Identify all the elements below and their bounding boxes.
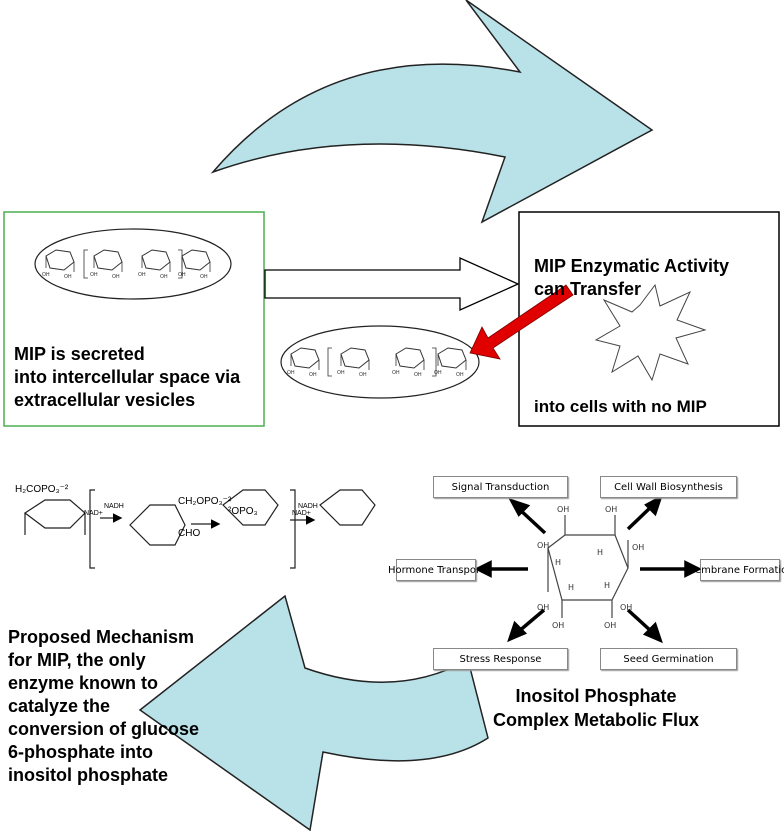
left-box-line-1: MIP is secreted [14, 344, 145, 364]
mechanism-line-3: enzyme known to [8, 673, 159, 693]
mechanism-line-5: conversion of glucose [8, 719, 200, 739]
label-nad-1: NAD+ [84, 510, 103, 517]
inositol-ring [547, 515, 629, 618]
label-nadh-1: NADH [104, 503, 124, 510]
svg-text:OH: OH [537, 603, 549, 612]
flux-cell-wall-biosynthesis: Cell Wall Biosynthesis [600, 476, 737, 498]
label-nadh-2: NADH [298, 503, 318, 510]
right-box-bottom-text: into cells with no MIP [534, 397, 707, 416]
svg-text:OH: OH [557, 505, 569, 514]
label-opo3: ²OPO₃ [228, 506, 258, 517]
svg-text:OH: OH [537, 541, 549, 550]
svg-text:OH: OH [632, 543, 644, 552]
svg-text:OH: OH [620, 603, 632, 612]
svg-text:OH: OH [605, 505, 617, 514]
label-nad-2: NAD+ [292, 510, 311, 517]
svg-text:OH: OH [604, 621, 616, 630]
molecule-chain-1 [41, 249, 211, 281]
mechanism-text: Proposed Mechanism for MIP, the only enz… [8, 626, 238, 787]
top-curved-arrow [210, 0, 654, 224]
svg-text:H: H [597, 548, 603, 557]
mechanism-line-2: for MIP, the only [8, 650, 146, 670]
flux-arrows [474, 494, 702, 644]
molecule-chain-2 [286, 347, 467, 379]
bottom-curved-arrow [138, 594, 489, 832]
cell-starburst [594, 283, 707, 382]
left-box-line-2: into intercellular space via [14, 367, 241, 387]
flux-signal-transduction: Signal Transduction [433, 476, 568, 498]
svg-text:H: H [604, 581, 610, 590]
svg-text:H: H [568, 583, 574, 592]
hollow-transfer-arrow [264, 256, 520, 312]
mechanism-line-6: 6-phosphate into [8, 742, 153, 762]
flux-title-line-1: Inositol Phosphate [515, 686, 677, 706]
flux-hormone-transport: Hormone Transport [388, 559, 484, 581]
red-arrow [469, 284, 574, 360]
mechanism-line-4: catalyze the [8, 696, 111, 716]
flux-seed-germination: Seed Germination [600, 648, 737, 670]
label-cho: CHO [178, 528, 201, 539]
svg-text:OH: OH [552, 621, 564, 630]
mechanism-line-7: inositol phosphate [8, 765, 168, 785]
svg-text:H: H [555, 558, 561, 567]
label-ch2opo3: CH₂OPO₃⁻² [178, 496, 232, 507]
left-box-text: MIP is secreted into intercellular space… [14, 343, 262, 412]
mechanism-chemistry [23, 489, 376, 569]
flux-stress-response: Stress Response [433, 648, 568, 670]
right-box-title: MIP Enzymatic Activity can Transfer [534, 255, 774, 301]
left-box-line-3: extracellular vesicles [14, 390, 196, 410]
flux-title: Inositol Phosphate Complex Metabolic Flu… [486, 684, 706, 732]
flux-membrane-formation: Membrane Formation [686, 559, 784, 581]
label-h2copo3: H₂COPO₃⁻² [15, 484, 69, 495]
vesicle-ellipse-1 [34, 228, 232, 300]
right-box-title-line-1: MIP Enzymatic Activity [534, 256, 730, 276]
mechanism-line-1: Proposed Mechanism [8, 627, 195, 647]
flux-title-line-2: Complex Metabolic Flux [492, 710, 700, 730]
right-box-title-line-2: can Transfer [534, 279, 642, 299]
vesicle-ellipse-2 [280, 325, 480, 399]
